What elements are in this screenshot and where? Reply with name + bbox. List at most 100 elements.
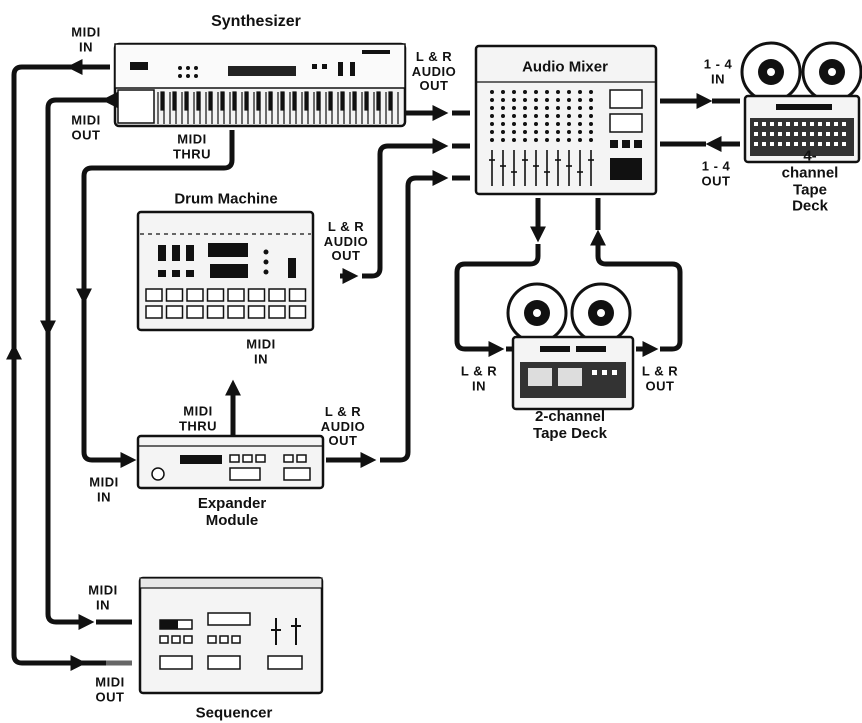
synth-audio-out-label: L & R AUDIO OUT [412,50,456,94]
mixer-knob [567,98,571,102]
mixer-knob [567,106,571,110]
synth-black-key [185,92,188,110]
mixer-knob [589,138,593,142]
mixer-knob [545,114,549,118]
deck4-button [826,142,830,146]
deck4-button [754,132,758,136]
deck4-button [834,122,838,126]
mixer-knob [501,106,505,110]
synth-black-key [389,92,392,110]
mixer-knob [578,130,582,134]
deck4-button [842,132,846,136]
synth-black-key [173,92,176,110]
drum-pad [167,289,183,301]
mixer-knob [523,90,527,94]
deck4-button [818,132,822,136]
mixer-knob [589,122,593,126]
mixer-knob [534,130,538,134]
expander-midi-thru-label: MIDI THRU [179,404,217,433]
tape-deck-2ch-label: 2-channel Tape Deck [533,409,607,443]
synth-black-key [365,92,368,110]
mixer-knob [578,138,582,142]
deck4-button [834,132,838,136]
deck4-button [794,122,798,126]
synth-black-key [329,92,332,110]
mixer-knob [567,122,571,126]
mixer-knob [567,138,571,142]
mixer-knob [534,114,538,118]
synth-black-key [341,92,344,110]
mixer-knob [545,106,549,110]
mixer-knob [556,98,560,102]
mixer-knob [545,122,549,126]
deck4-button [786,132,790,136]
synth-black-key [317,92,320,110]
deck2-in-label: L & R IN [461,364,497,393]
mixer-knob [490,106,494,110]
expander-midi-in-label: MIDI IN [89,475,118,504]
synth-black-key [233,92,236,110]
tape-deck-4ch-label: 4-channel Tape Deck [782,148,839,215]
deck4-button [794,132,798,136]
deck4-button [786,142,790,146]
mixer-knob [501,122,505,126]
mixer-knob [512,90,516,94]
deck4-button [818,142,822,146]
sequencer-label: Sequencer [196,706,273,723]
drum-audio-out-label: L & R AUDIO OUT [324,220,368,264]
synth-black-key [281,92,284,110]
mixer-knob [534,98,538,102]
mixer-knob [490,90,494,94]
mixer-knob [523,114,527,118]
mixer-knob [589,114,593,118]
synth-midi-out-label: MIDI OUT [71,113,100,142]
sequencer-device [140,578,322,693]
mixer-knob [589,90,593,94]
mixer-knob [578,114,582,118]
synth-black-key [353,92,356,110]
mixer-knob [545,90,549,94]
mixer-knob [490,130,494,134]
mixer-knob [534,90,538,94]
mixer-knob [501,90,505,94]
deck4-button [754,142,758,146]
mixer-knob [545,98,549,102]
drum-pad [187,289,203,301]
drum-pad [146,289,162,301]
deck4-in-label: 1 - 4 IN [704,57,733,86]
drum-pad [228,289,244,301]
synth-midi-in-label: MIDI IN [71,25,100,54]
mixer-knob [490,98,494,102]
mixer-knob [556,138,560,142]
deck4-button [810,122,814,126]
mixer-knob [512,98,516,102]
mixer-knob [567,130,571,134]
synth-black-key [221,92,224,110]
mixer-knob [556,122,560,126]
synth-black-key [245,92,248,110]
sequencer-midi-out-label: MIDI OUT [95,675,124,704]
deck4-button [810,142,814,146]
synth-midi-thru-label: MIDI THRU [173,132,211,161]
deck4-button [754,122,758,126]
drum-machine-device [138,212,313,330]
expander-audio-out-label: L & R AUDIO OUT [321,405,365,449]
drum-pad [269,289,285,301]
deck4-button [762,132,766,136]
mixer-knob [512,114,516,118]
synth-black-key [269,92,272,110]
drum-pad [249,289,265,301]
mixer-knob [589,130,593,134]
deck4-button [762,122,766,126]
synthesizer-label: Synthesizer [211,13,301,31]
deck4-button [762,142,766,146]
mixer-knob [534,138,538,142]
mixer-knob [578,90,582,94]
mixer-knob [501,138,505,142]
mixer-knob [589,98,593,102]
mixer-knob [567,114,571,118]
mixer-knob [501,130,505,134]
drum-pad [146,306,162,318]
synth-black-key [209,92,212,110]
